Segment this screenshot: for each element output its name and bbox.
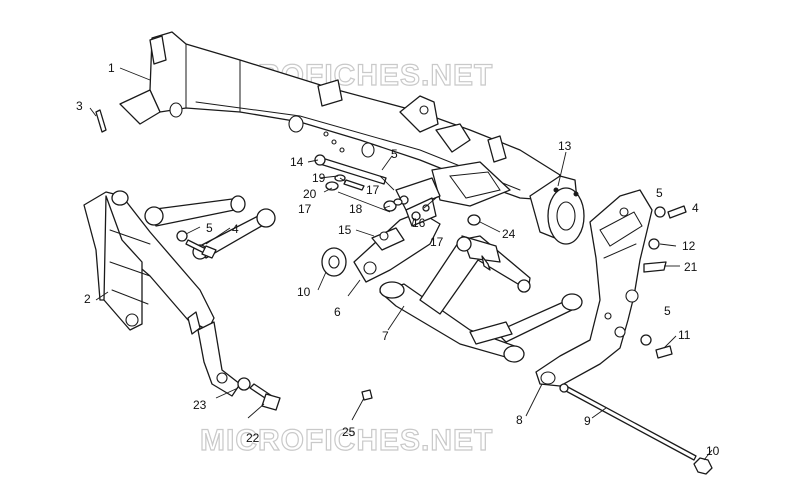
- callout-11: 11: [678, 328, 691, 342]
- long-bolt-14-head: [314, 154, 326, 166]
- callout-6: 6: [334, 305, 341, 319]
- callout-22: 22: [246, 431, 260, 445]
- small-fastener-25: [361, 389, 373, 401]
- callout-20: 20: [303, 187, 317, 201]
- lower-cradle-tube: [379, 235, 583, 363]
- upper-engine-strut: [144, 195, 276, 260]
- washer-24: [467, 214, 481, 226]
- callout-1: 1: [108, 61, 115, 75]
- callout-3: 3: [76, 99, 83, 113]
- center-bracket: [353, 177, 441, 283]
- rubber-bushing: [321, 247, 347, 277]
- callout-17-left: 17: [298, 202, 312, 216]
- leader-lines: [89, 67, 713, 461]
- callout-4-right: 4: [692, 201, 699, 215]
- rear-side-plate: [535, 189, 667, 387]
- callout-12: 12: [682, 239, 696, 253]
- watermark-bottom: MICROFICHES.NET: [200, 424, 493, 457]
- callout-5-center: 5: [391, 147, 398, 161]
- callout-labels: 1 2 3 4 5 4 5 5 5 6 7 8 9 10 10 11 12 13…: [76, 61, 720, 458]
- callout-17-upper: 17: [366, 183, 380, 197]
- callout-5-right-upper: 5: [656, 186, 663, 200]
- front-engine-mount: [83, 190, 241, 397]
- callout-17-lower: 17: [430, 235, 444, 249]
- callout-18: 18: [349, 202, 363, 216]
- callout-10-center: 10: [297, 285, 311, 299]
- callout-15: 15: [338, 223, 352, 237]
- callout-4-left: 4: [232, 222, 239, 236]
- bolt-left-upper: [176, 230, 217, 259]
- callout-23: 23: [193, 398, 207, 412]
- callout-13: 13: [558, 139, 572, 153]
- callout-14: 14: [290, 155, 304, 169]
- callout-16: 16: [412, 216, 426, 230]
- callout-5-left: 5: [206, 221, 213, 235]
- callout-7: 7: [382, 329, 389, 343]
- callout-25: 25: [342, 425, 356, 439]
- callout-5-right-lower: 5: [664, 304, 671, 318]
- callout-2: 2: [84, 292, 91, 306]
- pin-part-3: [95, 109, 107, 133]
- long-bolt-14: [319, 157, 387, 185]
- bolt-lower-mount: [237, 377, 281, 411]
- swingarm-pivot-boss: [529, 175, 585, 245]
- callout-24: 24: [502, 227, 516, 241]
- callout-21: 21: [684, 260, 698, 274]
- callout-10-nut: 10: [706, 444, 720, 458]
- long-through-bolt: [559, 383, 713, 475]
- callout-19: 19: [312, 171, 326, 185]
- callout-8: 8: [516, 413, 523, 427]
- callout-9: 9: [584, 414, 591, 428]
- main-frame-tube: [119, 31, 561, 207]
- washer-stack: [325, 174, 403, 212]
- bolt-right-upper: [640, 205, 687, 359]
